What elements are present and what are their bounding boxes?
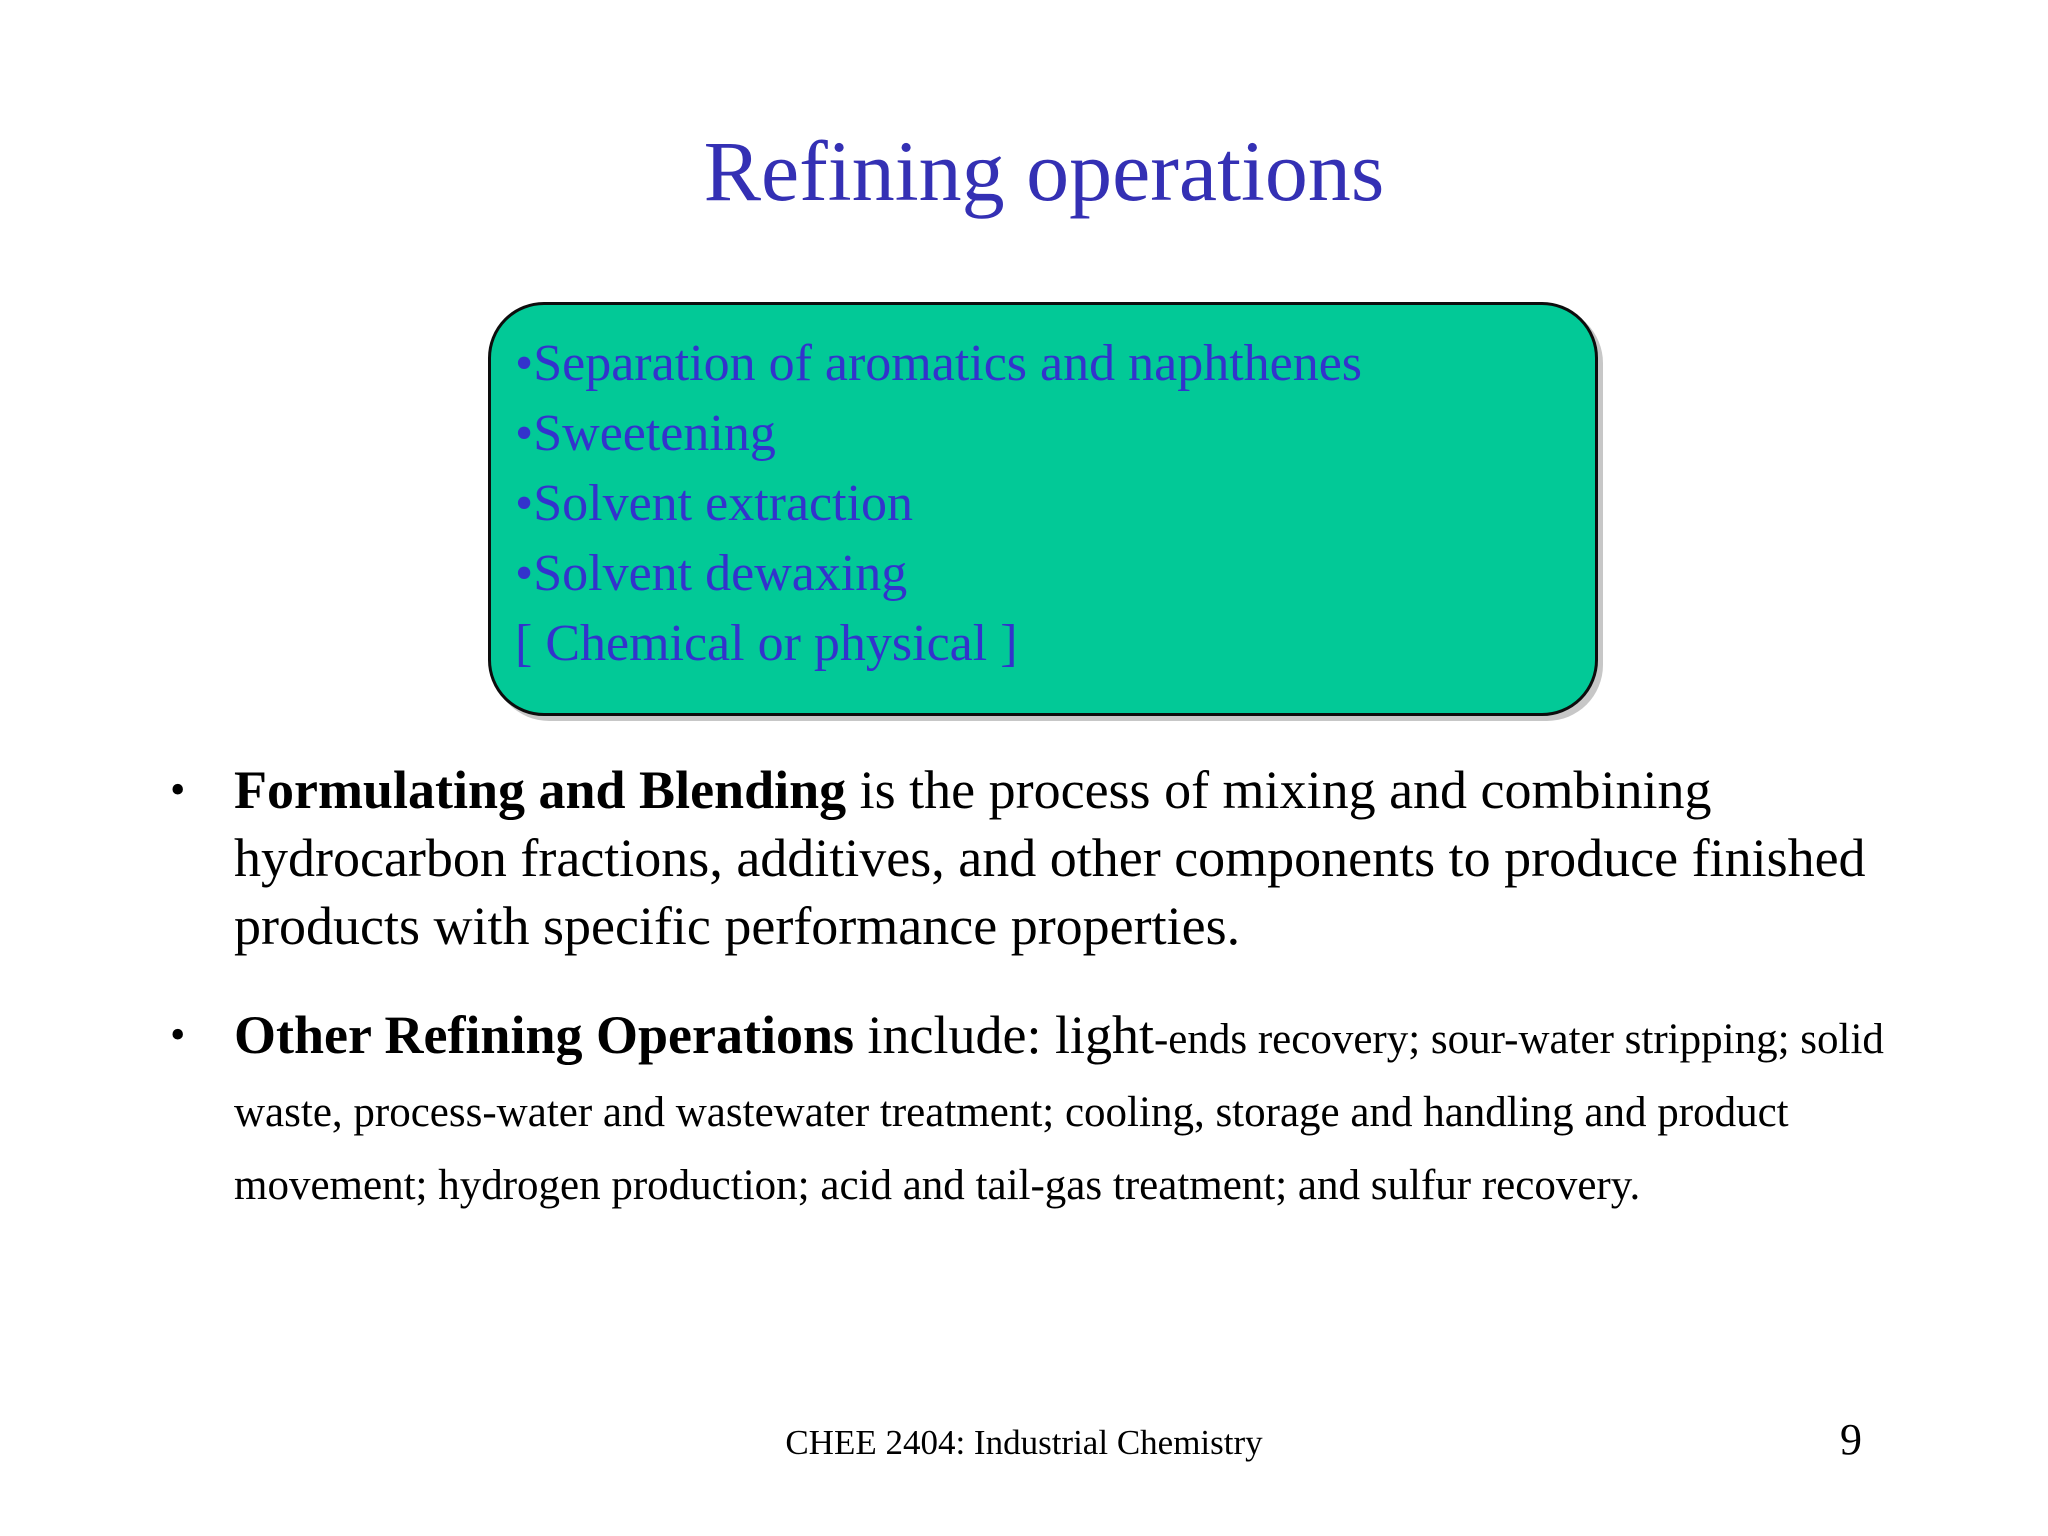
- bullet-dot-icon: •: [170, 1010, 186, 1059]
- callout-item-label: Solvent dewaxing: [533, 545, 908, 602]
- body-bullet-item: • Other Refining Operations include: lig…: [160, 1001, 1940, 1220]
- callout-item-label: Solvent extraction: [533, 475, 914, 532]
- callout-item-label: [ Chemical or physical ]: [515, 615, 1018, 672]
- bullet-dot-icon: •: [515, 475, 534, 532]
- body-bullet-lead: Formulating and Blending: [234, 760, 847, 820]
- bullet-dot-icon: •: [515, 335, 534, 392]
- callout-item-label: Sweetening: [533, 405, 776, 462]
- callout-list-item: •Sweetening: [515, 399, 1585, 469]
- callout-item-label: Separation of aromatics and naphthenes: [533, 335, 1363, 392]
- body-bullet-text: Other Refining Operations include: light…: [234, 1001, 1940, 1220]
- callout-list-item: •Solvent extraction: [515, 469, 1585, 539]
- refining-operations-callout-box: •Separation of aromatics and naphthenes …: [488, 302, 1598, 716]
- callout-list-item: •Separation of aromatics and naphthenes: [515, 329, 1585, 399]
- bullet-dot-icon: •: [170, 765, 186, 814]
- callout-list-item: •Solvent dewaxing: [515, 539, 1585, 609]
- body-bullet-text: Formulating and Blending is the process …: [234, 756, 1940, 965]
- callout-bullet-list: •Separation of aromatics and naphthenes …: [515, 329, 1585, 679]
- bullet-dot-icon: •: [515, 545, 534, 602]
- callout-list-item: [ Chemical or physical ]: [515, 609, 1585, 679]
- body-bullet-item: • Formulating and Blending is the proces…: [160, 756, 1940, 965]
- body-bullet-rest: is the process of mixing and combining h…: [234, 760, 1866, 956]
- body-bullet-lead: Other Refining Operations: [234, 1005, 854, 1065]
- body-bullet-tail: -ends recovery; sour-water stripping; so…: [234, 1016, 1884, 1209]
- footer-course-label: CHEE 2404: Industrial Chemistry: [785, 1423, 1263, 1462]
- footer-page-number: 9: [1840, 1415, 1862, 1464]
- body-bullet-rest: include: light: [854, 1005, 1154, 1065]
- bullet-dot-icon: •: [515, 405, 534, 462]
- body-bullet-list: • Formulating and Blending is the proces…: [160, 756, 1940, 1220]
- page-title: Refining operations: [703, 123, 1385, 219]
